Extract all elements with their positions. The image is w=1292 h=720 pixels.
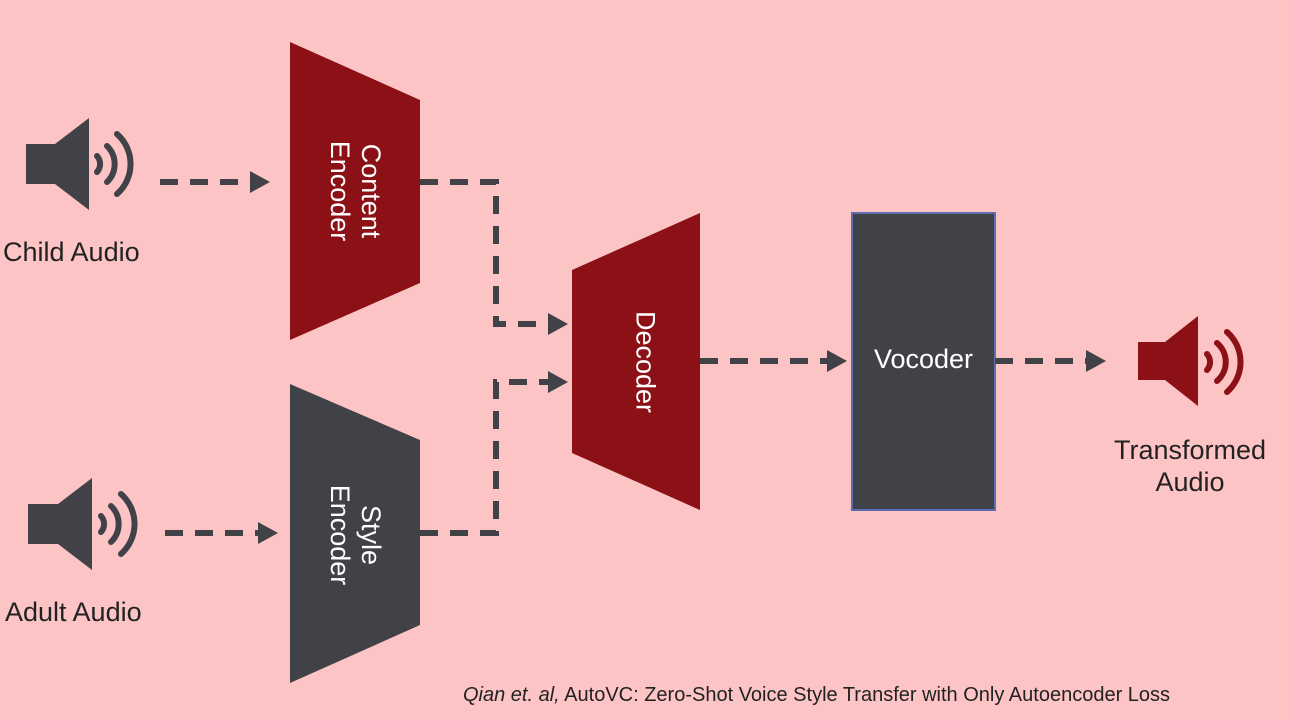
decoder-shape	[572, 213, 700, 510]
style-encoder-label-line1: Style	[356, 504, 387, 566]
content-encoder-label-line2: Encoder	[325, 140, 355, 242]
style-encoder-shape	[290, 384, 420, 683]
citation: Qian et. al, AutoVC: Zero-Shot Voice Sty…	[463, 684, 1170, 707]
citation-authors: Qian et. al,	[463, 684, 560, 706]
transformed-audio-label-line2: Audio	[1155, 467, 1225, 498]
child-audio-label: Child Audio	[3, 237, 140, 267]
content-encoder-shape	[290, 42, 420, 340]
output-speaker-icon	[1138, 316, 1244, 406]
content-encoder-label-line1: Content	[356, 143, 387, 239]
transformed-audio-label-line1: Transformed	[1113, 435, 1267, 465]
adult-speaker-icon	[28, 478, 138, 570]
style-encoder-label-line2: Encoder	[325, 484, 355, 586]
content-to-decoder-connector	[420, 179, 568, 335]
style-encoder-label: Style Encoder	[324, 485, 386, 586]
citation-title: AutoVC: Zero-Shot Voice Style Transfer w…	[564, 684, 1171, 706]
vocoder-shape	[851, 212, 996, 511]
vocoder-label: Vocoder	[873, 344, 974, 374]
transformed-audio-label: Transformed Audio	[1090, 434, 1290, 499]
child-speaker-icon	[26, 118, 134, 210]
content-encoder-label: Content Encoder	[324, 141, 386, 242]
style-to-decoder-connector	[420, 371, 568, 536]
adult-audio-label: Adult Audio	[5, 597, 142, 627]
decoder-label: Decoder	[630, 310, 661, 414]
